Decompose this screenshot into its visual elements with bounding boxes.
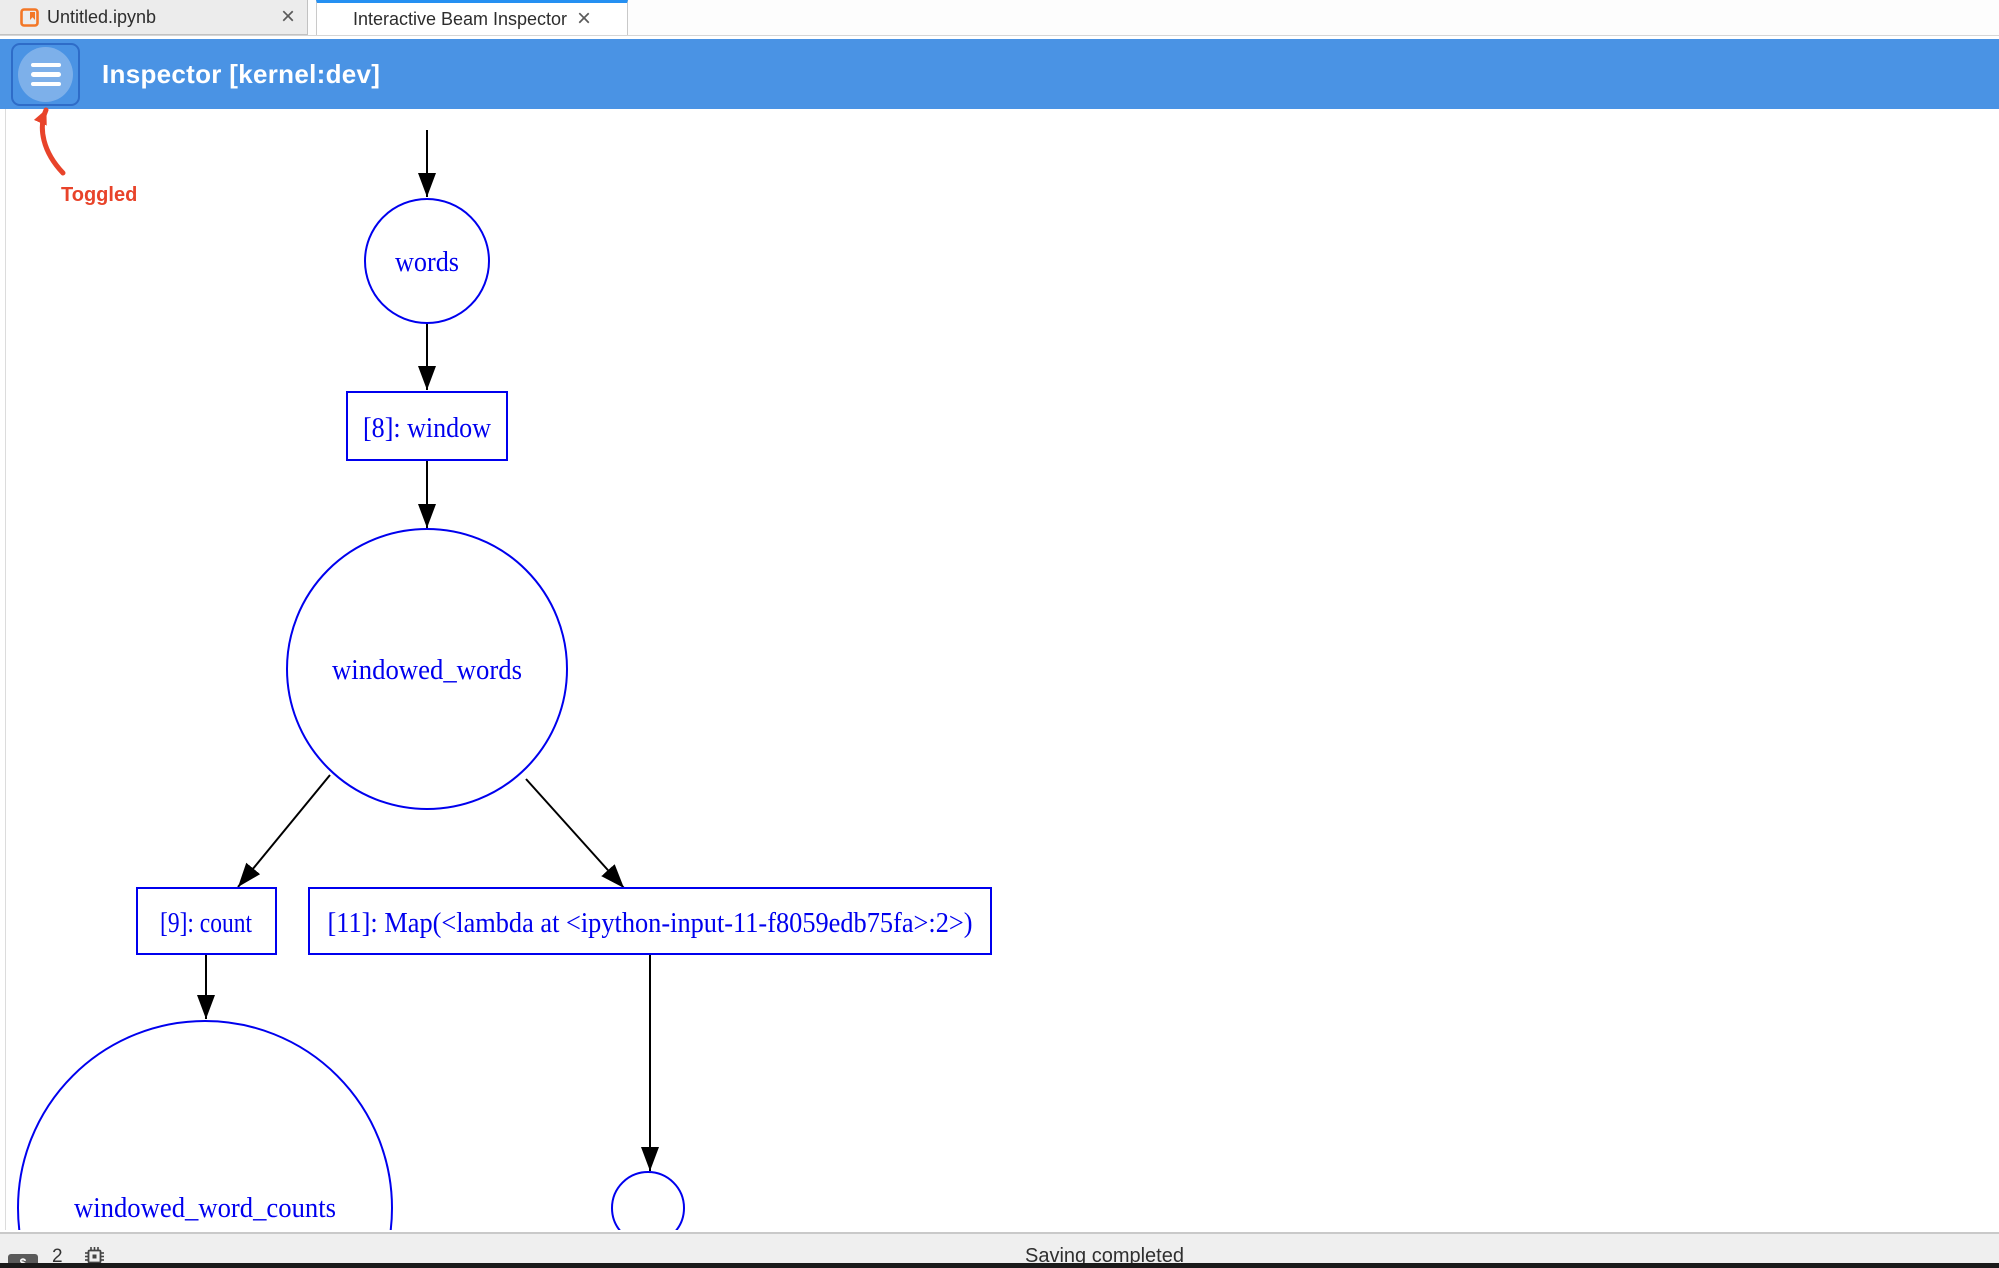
node-windowed-words[interactable]: windowed_words	[286, 528, 568, 810]
node-label: windowed_word_counts	[74, 1193, 336, 1224]
node-words[interactable]: words	[364, 198, 490, 324]
node-label: [11]: Map(<lambda at <ipython-input-11-f…	[328, 908, 973, 939]
tab-label: Untitled.ipynb	[47, 6, 157, 27]
node-label: [8]: window	[363, 413, 492, 444]
edge-windowed-words-count	[237, 774, 331, 888]
terminal-count: 2	[52, 1246, 63, 1267]
close-icon[interactable]: ×	[280, 3, 295, 30]
tab-interactive-beam-inspector[interactable]: Interactive Beam Inspector ×	[316, 0, 628, 35]
hamburger-icon	[18, 47, 73, 102]
tab-bar: Untitled.ipynb × Interactive Beam Inspec…	[0, 0, 1999, 36]
status-bar: $ 2 Saving completed	[0, 1232, 1999, 1268]
node-label: windowed_words	[332, 655, 522, 686]
edge-windowed-words-map	[525, 778, 625, 889]
node-label: [9]: count	[160, 908, 252, 939]
panel-left-edge	[5, 109, 6, 1230]
tab-label: Interactive Beam Inspector	[352, 8, 568, 29]
pipeline-graph: words [8]: window windowed_words [9]: co…	[17, 130, 992, 1230]
notebook-icon	[20, 7, 39, 27]
hamburger-menu-button[interactable]	[11, 43, 80, 106]
node-label: words	[395, 247, 459, 278]
tab-untitled-notebook[interactable]: Untitled.ipynb ×	[0, 0, 308, 35]
status-message: Saving completed	[1025, 1245, 1184, 1267]
page-title: Inspector [kernel:dev]	[102, 58, 381, 89]
node-map-lambda[interactable]: [11]: Map(<lambda at <ipython-input-11-f…	[308, 887, 992, 955]
close-icon[interactable]: ×	[577, 5, 592, 32]
toggled-annotation-label: Toggled	[61, 184, 138, 206]
node-unnamed-output[interactable]	[611, 1171, 685, 1230]
node-window[interactable]: [8]: window	[346, 391, 508, 461]
inspector-header: Inspector [kernel:dev]	[0, 39, 1999, 109]
node-windowed-word-counts[interactable]: windowed_word_counts	[17, 1020, 393, 1230]
node-count[interactable]: [9]: count	[136, 887, 277, 955]
bottom-edge	[0, 1263, 1999, 1268]
pipeline-graph-panel: words [8]: window windowed_words [9]: co…	[0, 109, 1999, 1230]
